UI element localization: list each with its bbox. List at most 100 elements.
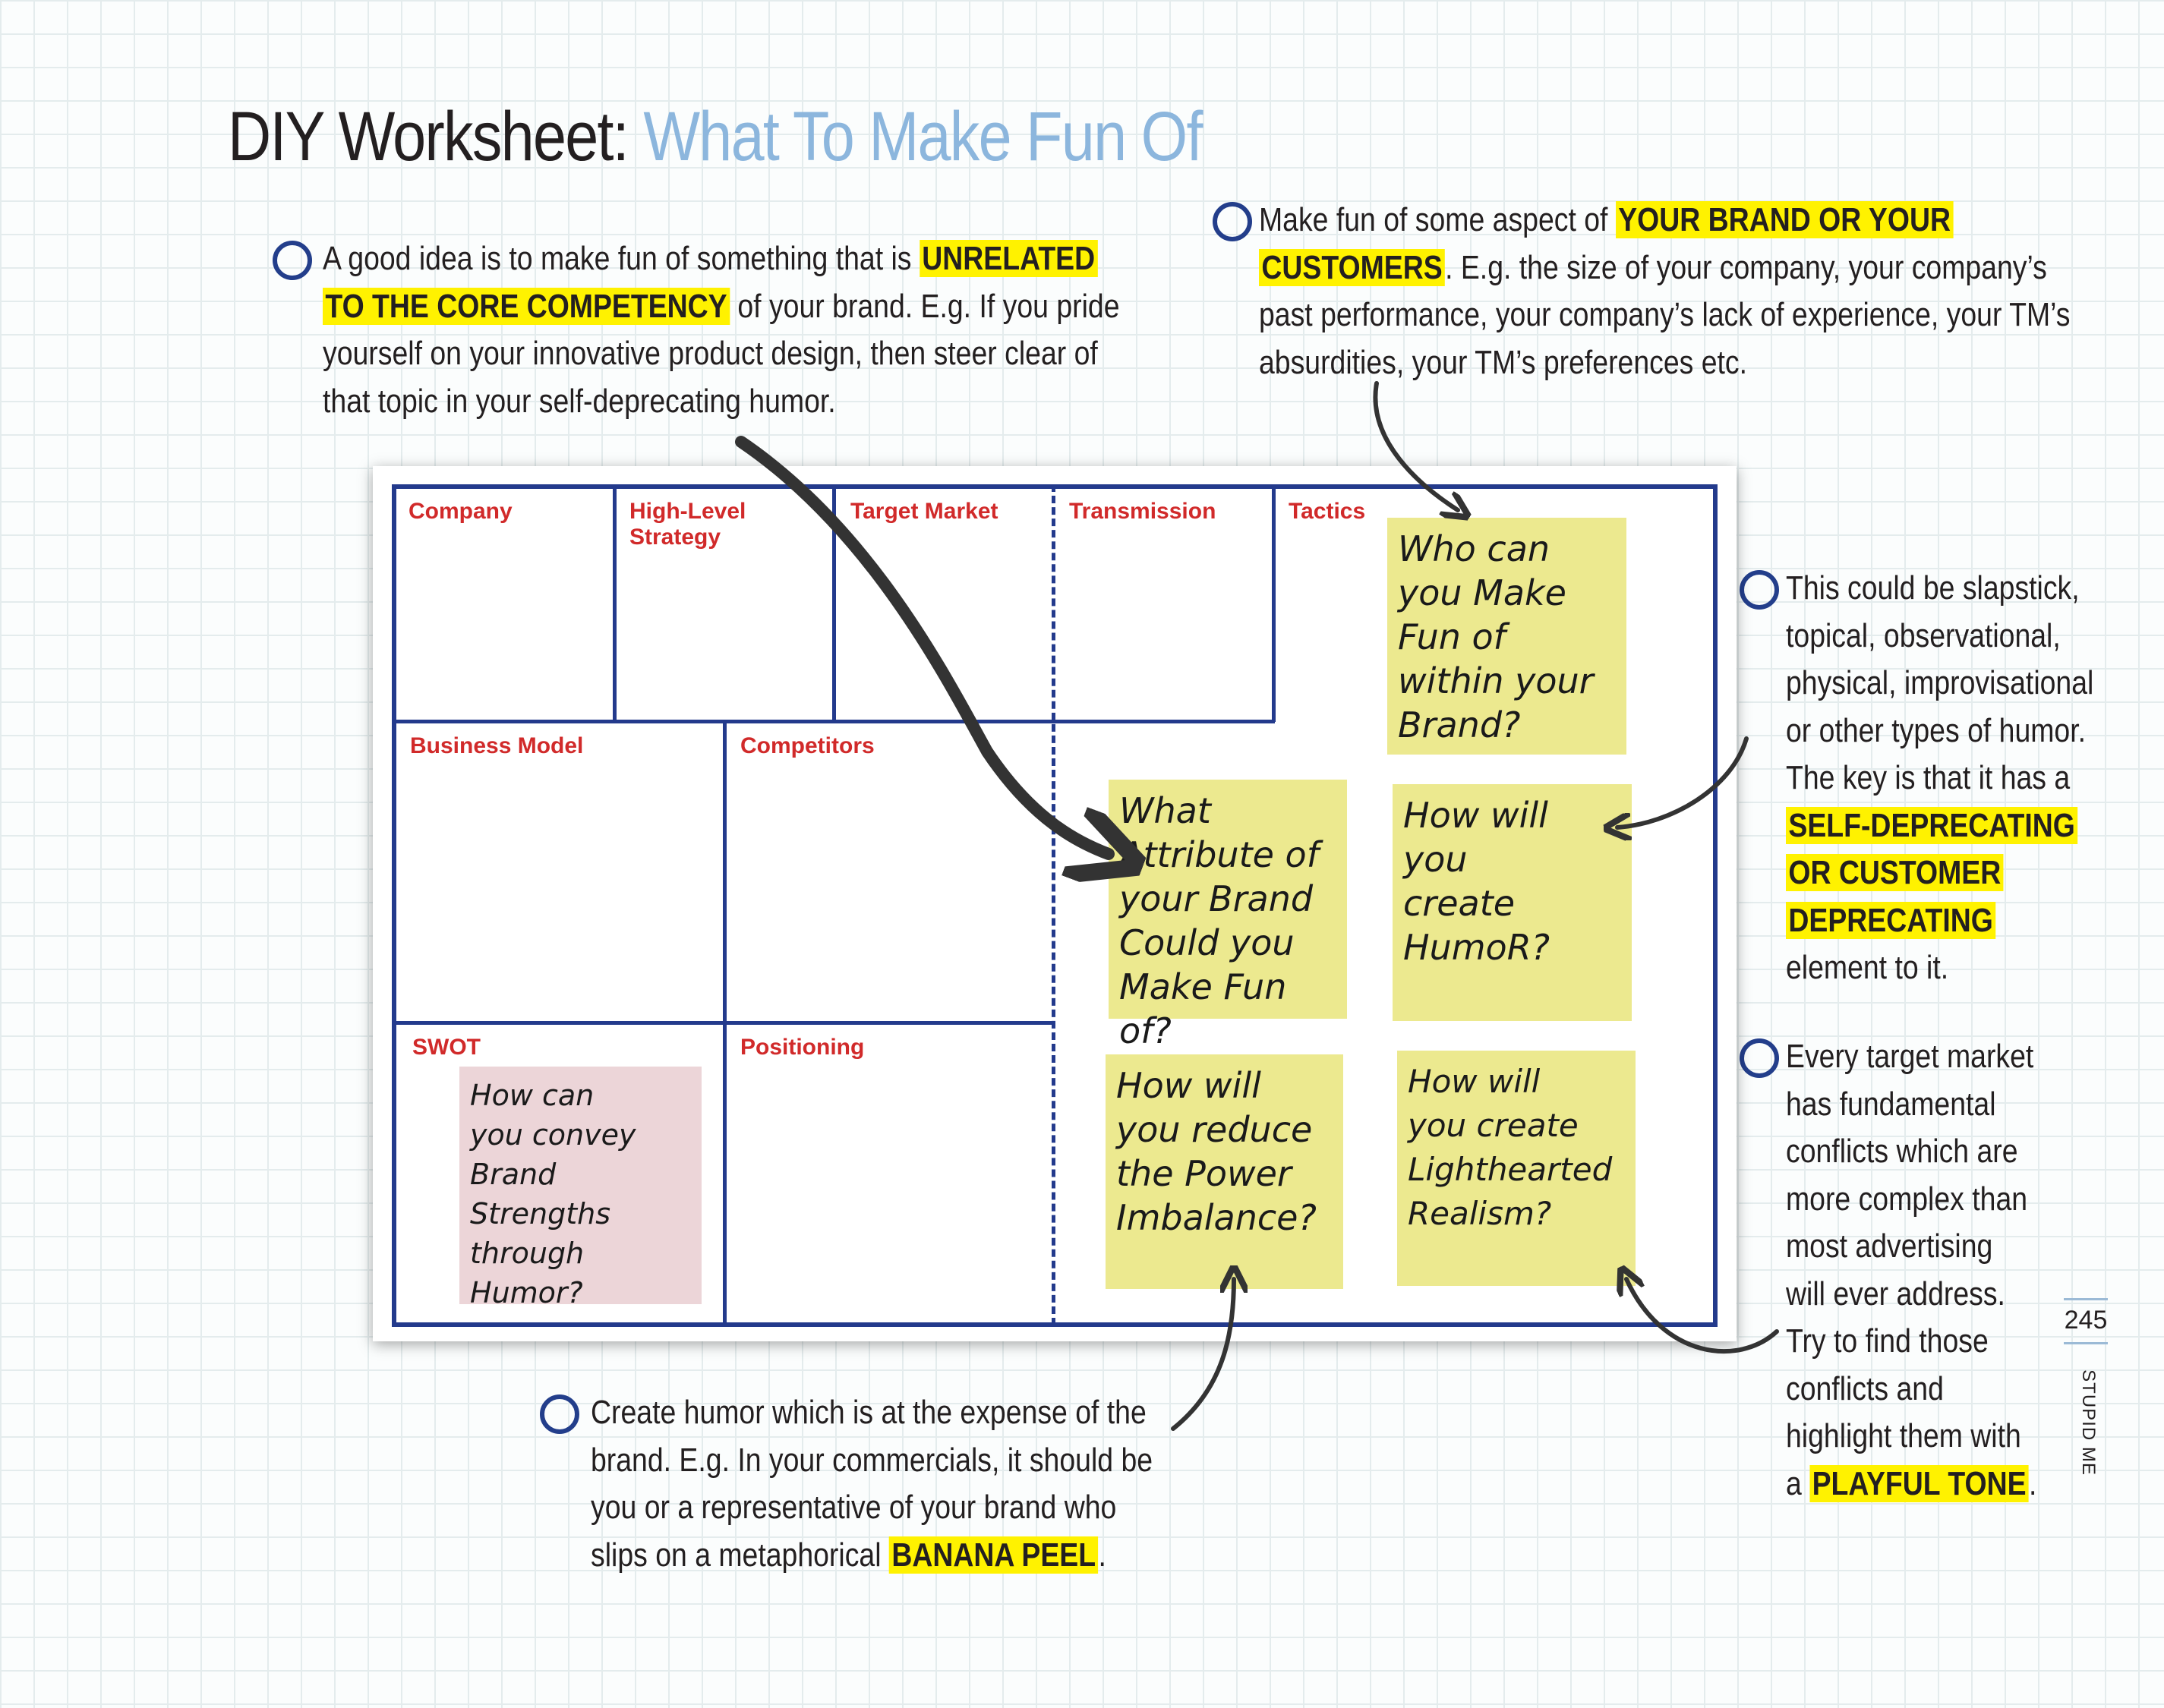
highlighted-text: OR CUSTOMER	[1786, 854, 2004, 891]
note-text: of your brand. E.g. If you pride	[729, 287, 1120, 325]
note-line: element to it.	[1786, 944, 2093, 992]
label-swot: SWOT	[412, 1035, 481, 1060]
note-text: slips on a metaphorical	[591, 1536, 889, 1574]
note-banana-peel: Create humor which is at the expense of …	[591, 1389, 1153, 1579]
highlighted-text: SELF-DEPRECATING	[1786, 806, 2078, 844]
board-divider	[613, 484, 617, 722]
note-line: The key is that it has a	[1786, 755, 2093, 802]
note-line: physical, improvisational	[1786, 660, 2093, 707]
arrow-icon	[735, 436, 1109, 854]
note-line: more complex than	[1786, 1176, 2036, 1224]
highlighted-text: CUSTOMERS	[1259, 248, 1446, 286]
note-line: conflicts and	[1786, 1366, 2036, 1413]
board-frame-left	[392, 484, 396, 1327]
arrow-icon	[1171, 1279, 1234, 1431]
arrow-icon	[1373, 381, 1458, 510]
note-line: TO THE CORE COMPETENCY of your brand. E.…	[323, 283, 1119, 331]
note-text: This could be slapstick,	[1786, 569, 2080, 607]
page-number: 245	[2064, 1306, 2108, 1335]
note-text: more complex than	[1786, 1180, 2028, 1218]
sticky-note-humor: How will you create HumoR?	[1393, 784, 1632, 1021]
bullet-circle-icon	[273, 241, 312, 280]
note-line: SELF-DEPRECATING	[1786, 802, 2093, 850]
note-text: highlight them with	[1786, 1417, 2021, 1454]
note-text: .	[1098, 1536, 1106, 1574]
note-text: A good idea is to make fun of something …	[323, 240, 920, 277]
note-line: a PLAYFUL TONE.	[1786, 1461, 2036, 1508]
note-text: past performance, your company’s lack of…	[1259, 296, 2071, 333]
note-line: has fundamental	[1786, 1081, 2036, 1129]
note-line: Try to find those	[1786, 1318, 2036, 1366]
note-line: will ever address.	[1786, 1271, 2036, 1319]
note-text: that topic in your self-deprecating humo…	[323, 382, 836, 420]
sticky-note-who: Who can you Make Fun of within your Bran…	[1387, 518, 1626, 755]
label-target-market: Target Market	[850, 499, 998, 524]
note-line: Make fun of some aspect of YOUR BRAND OR…	[1259, 197, 2070, 244]
note-line: highlight them with	[1786, 1413, 2036, 1461]
bullet-circle-icon	[540, 1394, 579, 1434]
label-business-model: Business Model	[410, 733, 584, 758]
sticky-note-swot: How can you convey Brand Strengths throu…	[459, 1067, 702, 1309]
note-line: past performance, your company’s lack of…	[1259, 291, 2070, 339]
label-positioning: Positioning	[740, 1035, 865, 1060]
page-number-rule	[2064, 1342, 2108, 1344]
note-text: you or a representative of your brand wh…	[591, 1489, 1117, 1526]
note-text: brand. E.g. In your commercials, it shou…	[591, 1441, 1153, 1479]
label-transmission: Transmission	[1069, 499, 1216, 524]
note-line: brand. E.g. In your commercials, it shou…	[591, 1437, 1153, 1485]
label-tactics: Tactics	[1289, 499, 1366, 524]
sticky-note-power: How will you reduce the Power Imbalance?	[1106, 1054, 1343, 1289]
sticky-note-realism: How will you create Lighthearted Realism…	[1397, 1051, 1636, 1286]
note-text: or other types of humor.	[1786, 711, 2086, 749]
note-text: element to it.	[1786, 949, 1949, 986]
note-text: Create humor which is at the expense of …	[591, 1394, 1147, 1431]
bullet-circle-icon	[1740, 570, 1779, 610]
note-unrelated: A good idea is to make fun of something …	[323, 235, 1119, 425]
note-line: Create humor which is at the expense of …	[591, 1389, 1153, 1437]
note-text: has fundamental	[1786, 1085, 1996, 1123]
bullet-circle-icon	[1740, 1038, 1779, 1078]
note-line: Every target market	[1786, 1033, 2036, 1081]
label-company: Company	[409, 499, 513, 524]
page-number-rule	[2064, 1298, 2108, 1300]
bullet-circle-icon	[1213, 202, 1252, 241]
highlighted-text: TO THE CORE COMPETENCY	[323, 287, 730, 325]
note-line: OR CUSTOMER	[1786, 849, 2093, 897]
highlighted-text: DEPRECATING	[1786, 901, 1996, 939]
note-line: absurdities, your TM’s preferences etc.	[1259, 339, 2070, 387]
note-conflicts: Every target market has fundamental confli…	[1786, 1033, 2036, 1508]
note-line: This could be slapstick,	[1786, 565, 2093, 613]
note-text: most advertising	[1786, 1227, 1993, 1265]
label-competitors: Competitors	[740, 733, 875, 758]
note-text: absurdities, your TM’s preferences etc.	[1259, 343, 1748, 381]
note-line: A good idea is to make fun of something …	[323, 235, 1119, 283]
note-line: DEPRECATING	[1786, 897, 2093, 945]
note-text: a	[1786, 1464, 1810, 1502]
note-line: most advertising	[1786, 1223, 2036, 1271]
arrow-icon	[1626, 1279, 1779, 1354]
note-text: Try to find those	[1786, 1322, 1989, 1360]
note-brand-or-customers: Make fun of some aspect of YOUR BRAND OR…	[1259, 197, 2070, 386]
note-line: slips on a metaphorical BANANA PEEL.	[591, 1532, 1153, 1580]
note-text: physical, improvisational	[1786, 664, 2094, 701]
highlighted-text: UNRELATED	[919, 240, 1098, 277]
board-divider	[723, 720, 727, 1325]
note-line: you or a representative of your brand wh…	[591, 1484, 1153, 1532]
note-line: or other types of humor.	[1786, 707, 2093, 755]
note-line: topical, observational,	[1786, 613, 2093, 660]
note-text: yourself on your innovative product desi…	[323, 335, 1098, 372]
section-title: STUPID ME	[2078, 1369, 2099, 1476]
note-line: that topic in your self-deprecating humo…	[323, 378, 1119, 426]
label-high-level-strategy: High-Level Strategy	[629, 499, 746, 550]
note-line: CUSTOMERS. E.g. the size of your company…	[1259, 244, 2070, 292]
board-divider	[1272, 484, 1276, 722]
note-line: yourself on your innovative product desi…	[323, 330, 1119, 378]
title-suffix: What To Make Fun Of	[643, 98, 1203, 175]
note-text: .	[2028, 1464, 2037, 1502]
title-prefix: DIY Worksheet:	[228, 98, 629, 175]
note-text: will ever address.	[1786, 1275, 2005, 1313]
note-text: The key is that it has a	[1786, 759, 2071, 796]
note-text: conflicts which are	[1786, 1133, 2018, 1170]
highlighted-text: PLAYFUL TONE	[1809, 1464, 2029, 1502]
board-frame-right	[1713, 484, 1718, 1327]
